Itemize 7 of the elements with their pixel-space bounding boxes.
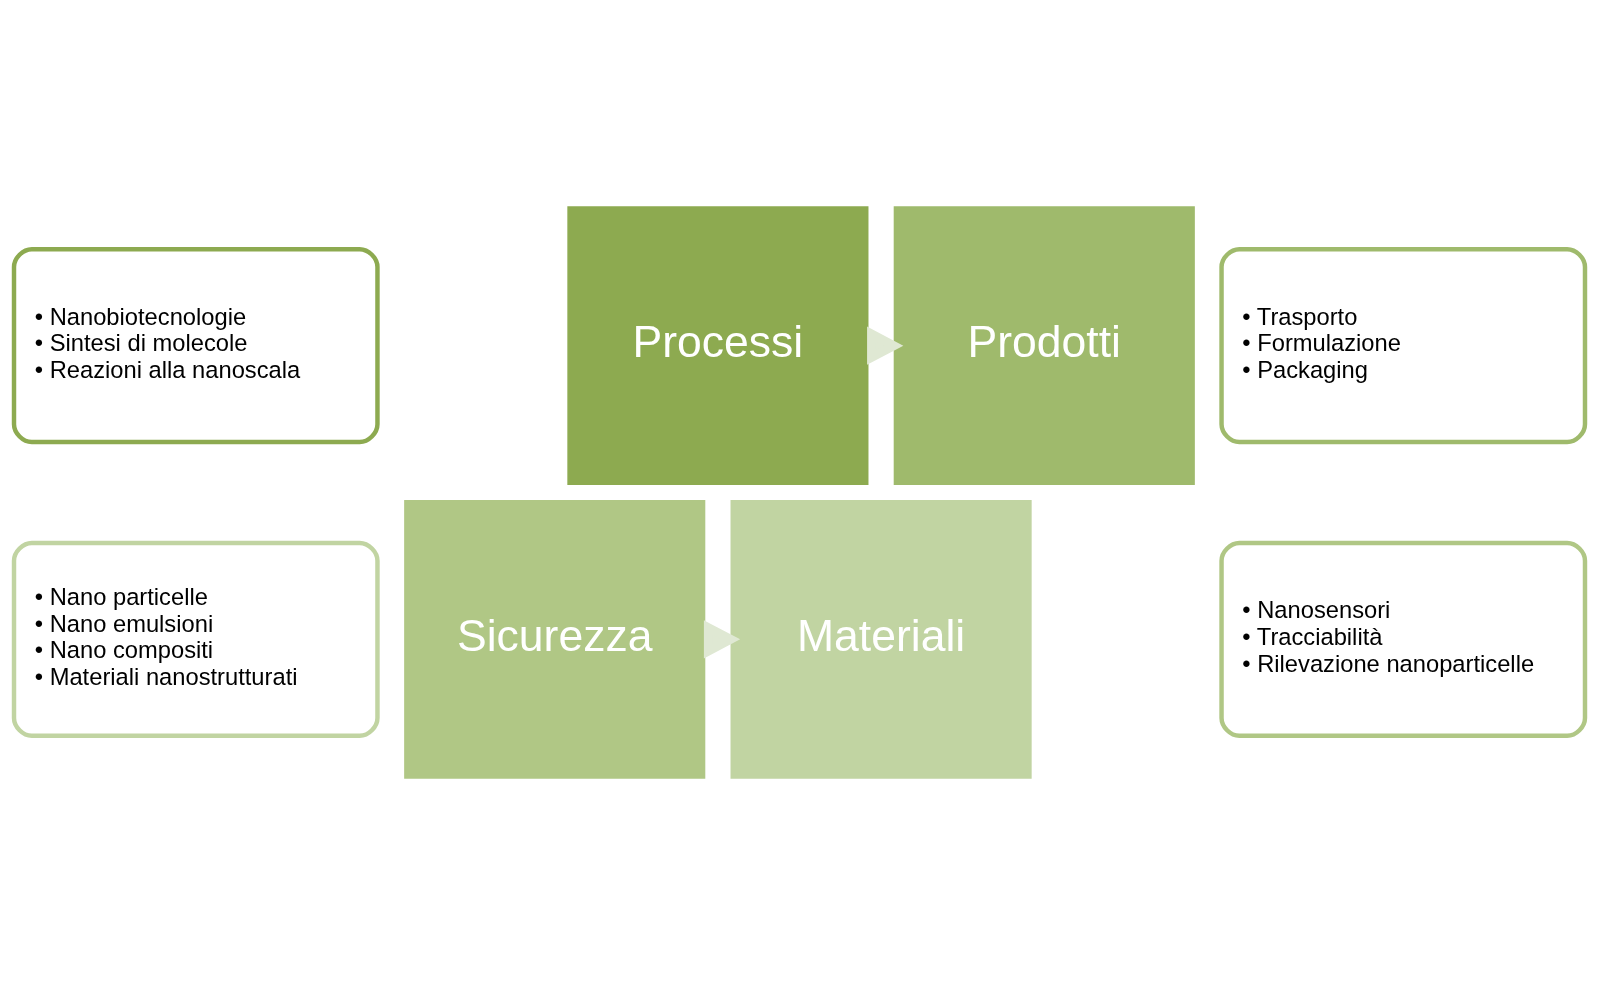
node-box: Prodotti bbox=[893, 205, 1195, 485]
node-box: • Nano particelle • Nano emulsioni • Nano compositi • Materiali nanostrutturati bbox=[11, 540, 380, 738]
node-box: Processi bbox=[567, 205, 869, 485]
node-box: • Nanobiotecnologie • Sintesi di molecole • Reazioni alla nanoscala bbox=[11, 246, 380, 444]
node-box: • Trasporto • Formulazione • Packaging bbox=[1219, 246, 1588, 444]
node-box: • Nanosensori • Tracciabilità • Rilevazione nanoparticelle bbox=[1219, 540, 1588, 738]
node-box: Materiali bbox=[730, 499, 1032, 779]
